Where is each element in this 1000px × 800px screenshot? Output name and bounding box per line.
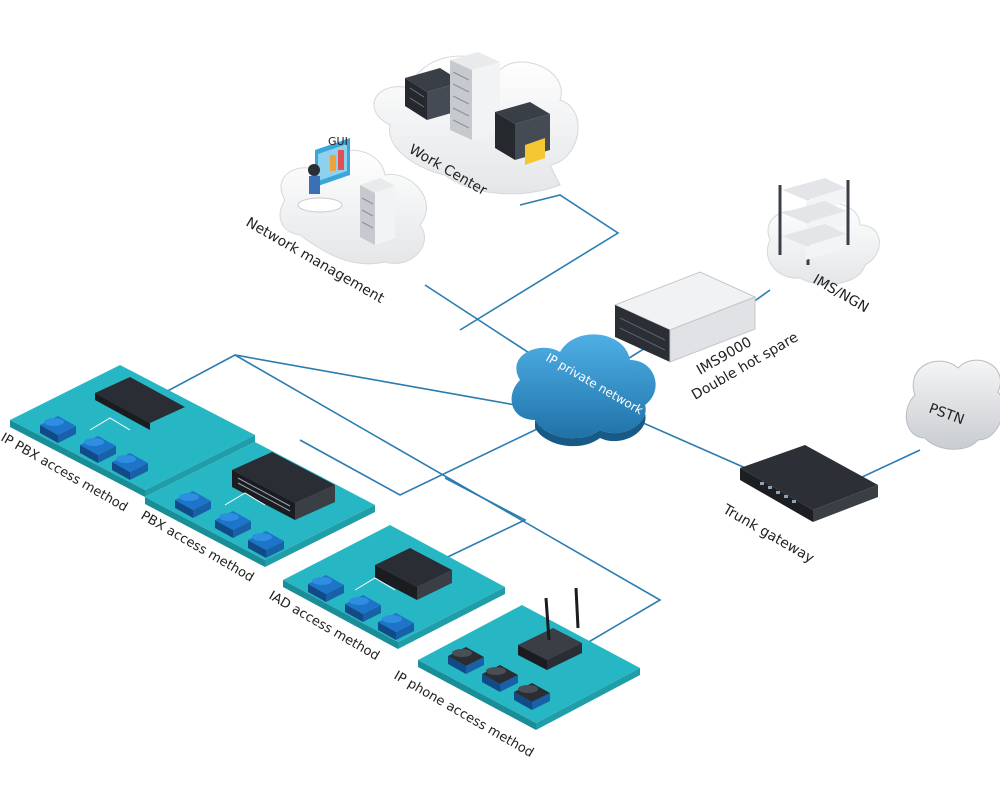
- pbx-platform: [145, 442, 375, 567]
- phone-wire: [354, 577, 396, 591]
- workstation-icon: [297, 138, 350, 213]
- phone-wire: [89, 417, 131, 431]
- telephone-icon: [40, 416, 76, 443]
- router-icon: [518, 587, 582, 670]
- phone-wire: [224, 492, 266, 506]
- cloud-depth: [535, 405, 646, 447]
- ims9000-side: [669, 296, 756, 363]
- link-access-2: [299, 417, 561, 496]
- telephone-icon: [378, 613, 414, 640]
- iad-platform: [283, 525, 505, 649]
- trunk-gateway-group: Trunk gateway: [719, 445, 878, 567]
- link-workcenter: [459, 194, 620, 331]
- gui-label: GUI: [328, 135, 348, 148]
- phones: [40, 416, 550, 710]
- server-tower-icon: [360, 178, 395, 245]
- ip-pbx-platform: [10, 365, 255, 497]
- telephone-icon: [175, 491, 211, 518]
- server-shelf-units: [782, 178, 846, 260]
- link-access-1: [234, 354, 662, 651]
- telephone-icon: [248, 531, 284, 558]
- pstn-group: PSTN: [905, 359, 1000, 450]
- telephone-icon: [80, 436, 116, 463]
- telephone-icon: [345, 595, 381, 622]
- ip-private-network-group: IP private network: [511, 334, 656, 447]
- access-platforms: [10, 365, 640, 730]
- ip-pbx-switch: [95, 377, 185, 423]
- work-center-group: Work Center: [373, 52, 579, 199]
- pstn-cloud: [905, 359, 1000, 450]
- link-netmgmt: [424, 284, 541, 361]
- ims9000-front: [615, 305, 670, 362]
- pbx-device: [232, 452, 335, 503]
- telephone-icon: [308, 575, 344, 602]
- ip-phone-platform: [418, 587, 640, 730]
- telephone-icon: [112, 453, 148, 480]
- server-tower-icon: [450, 52, 500, 140]
- telephone-icon: [482, 665, 518, 692]
- server-rack-icon: [495, 102, 550, 165]
- ims-ngn-group: IMS/NGN: [766, 178, 880, 316]
- network-management-group: GUI Network management: [243, 135, 427, 307]
- link-trunk: [624, 414, 751, 471]
- telephone-icon: [514, 683, 550, 710]
- link-access-trunk: [159, 354, 556, 413]
- trunk-gateway-top: [740, 445, 878, 510]
- iad-device: [375, 548, 452, 587]
- telephone-icon: [215, 511, 251, 538]
- ip-private-network-cloud: [511, 334, 656, 439]
- telephone-icon: [448, 647, 484, 674]
